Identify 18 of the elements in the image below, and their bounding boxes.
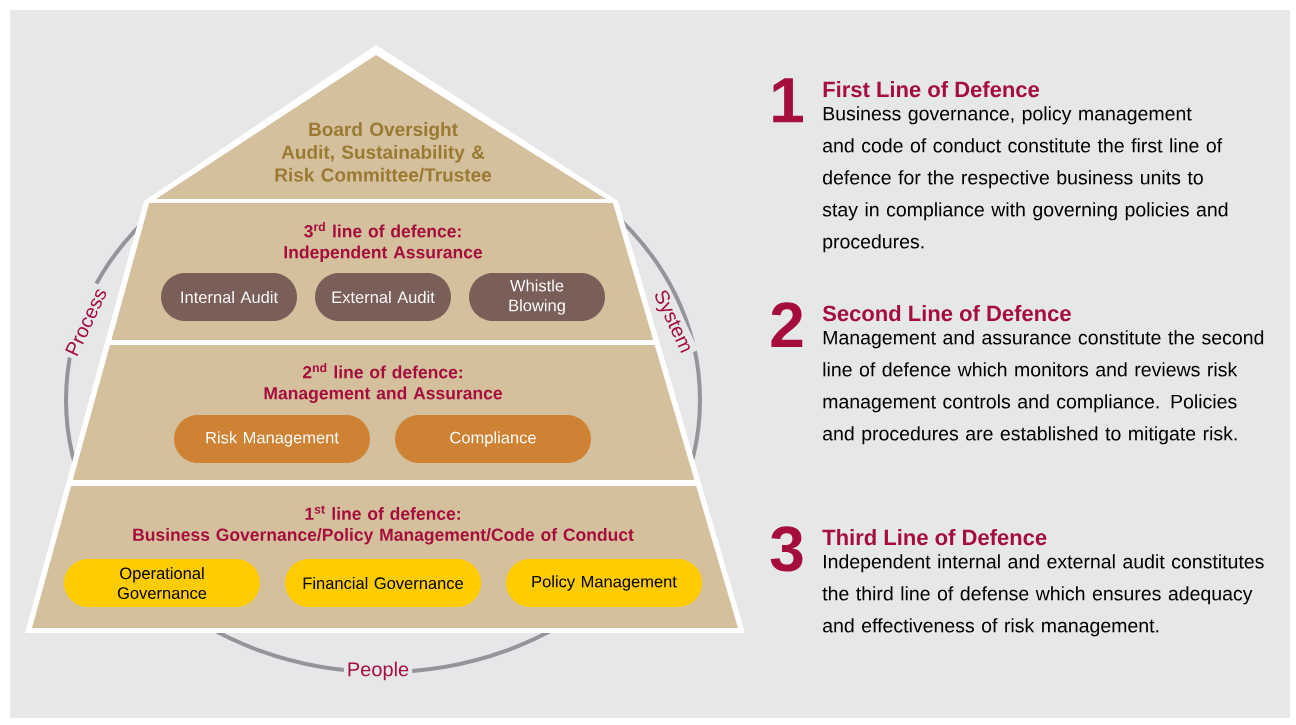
roof-triangle: Board Oversight Audit, Sustainability & Risk Committee/Trustee: [156, 55, 606, 199]
item-title: Third Line of Defence: [822, 529, 1047, 546]
pill-box: Whistle Blowing: [469, 273, 605, 321]
step-number: 1: [773, 78, 803, 123]
pill-box: External Audit: [315, 273, 451, 321]
item-title: First Line of Defence: [823, 81, 1040, 98]
pill-box: Operational Governance: [64, 559, 260, 607]
pill-box: Policy Management: [506, 559, 702, 607]
pill-box: Compliance: [395, 415, 591, 463]
pill-box: Risk Management: [174, 415, 370, 463]
step-number: 2: [771, 302, 803, 347]
pill-box: Internal Audit: [161, 273, 297, 321]
item-text: Management and assurance constitute the second line of defence which monitors and reviews risk management controls and compliance. Policies and procedures are established to mitigate risk.: [823, 330, 1264, 445]
item-title: Second Line of Defence: [822, 305, 1071, 322]
pill-box: Financial Governance: [285, 559, 481, 607]
item-text: Independent internal and external audit constitutes the third line of defense which ensures adequacy and effectiveness of risk management.: [822, 554, 1264, 637]
step-number: 3: [770, 526, 803, 572]
item-text: Business governance, policy management and code of conduct constitute the first line of defence for the respective business units to stay in compliance with governing policies and procedures.: [822, 106, 1228, 253]
